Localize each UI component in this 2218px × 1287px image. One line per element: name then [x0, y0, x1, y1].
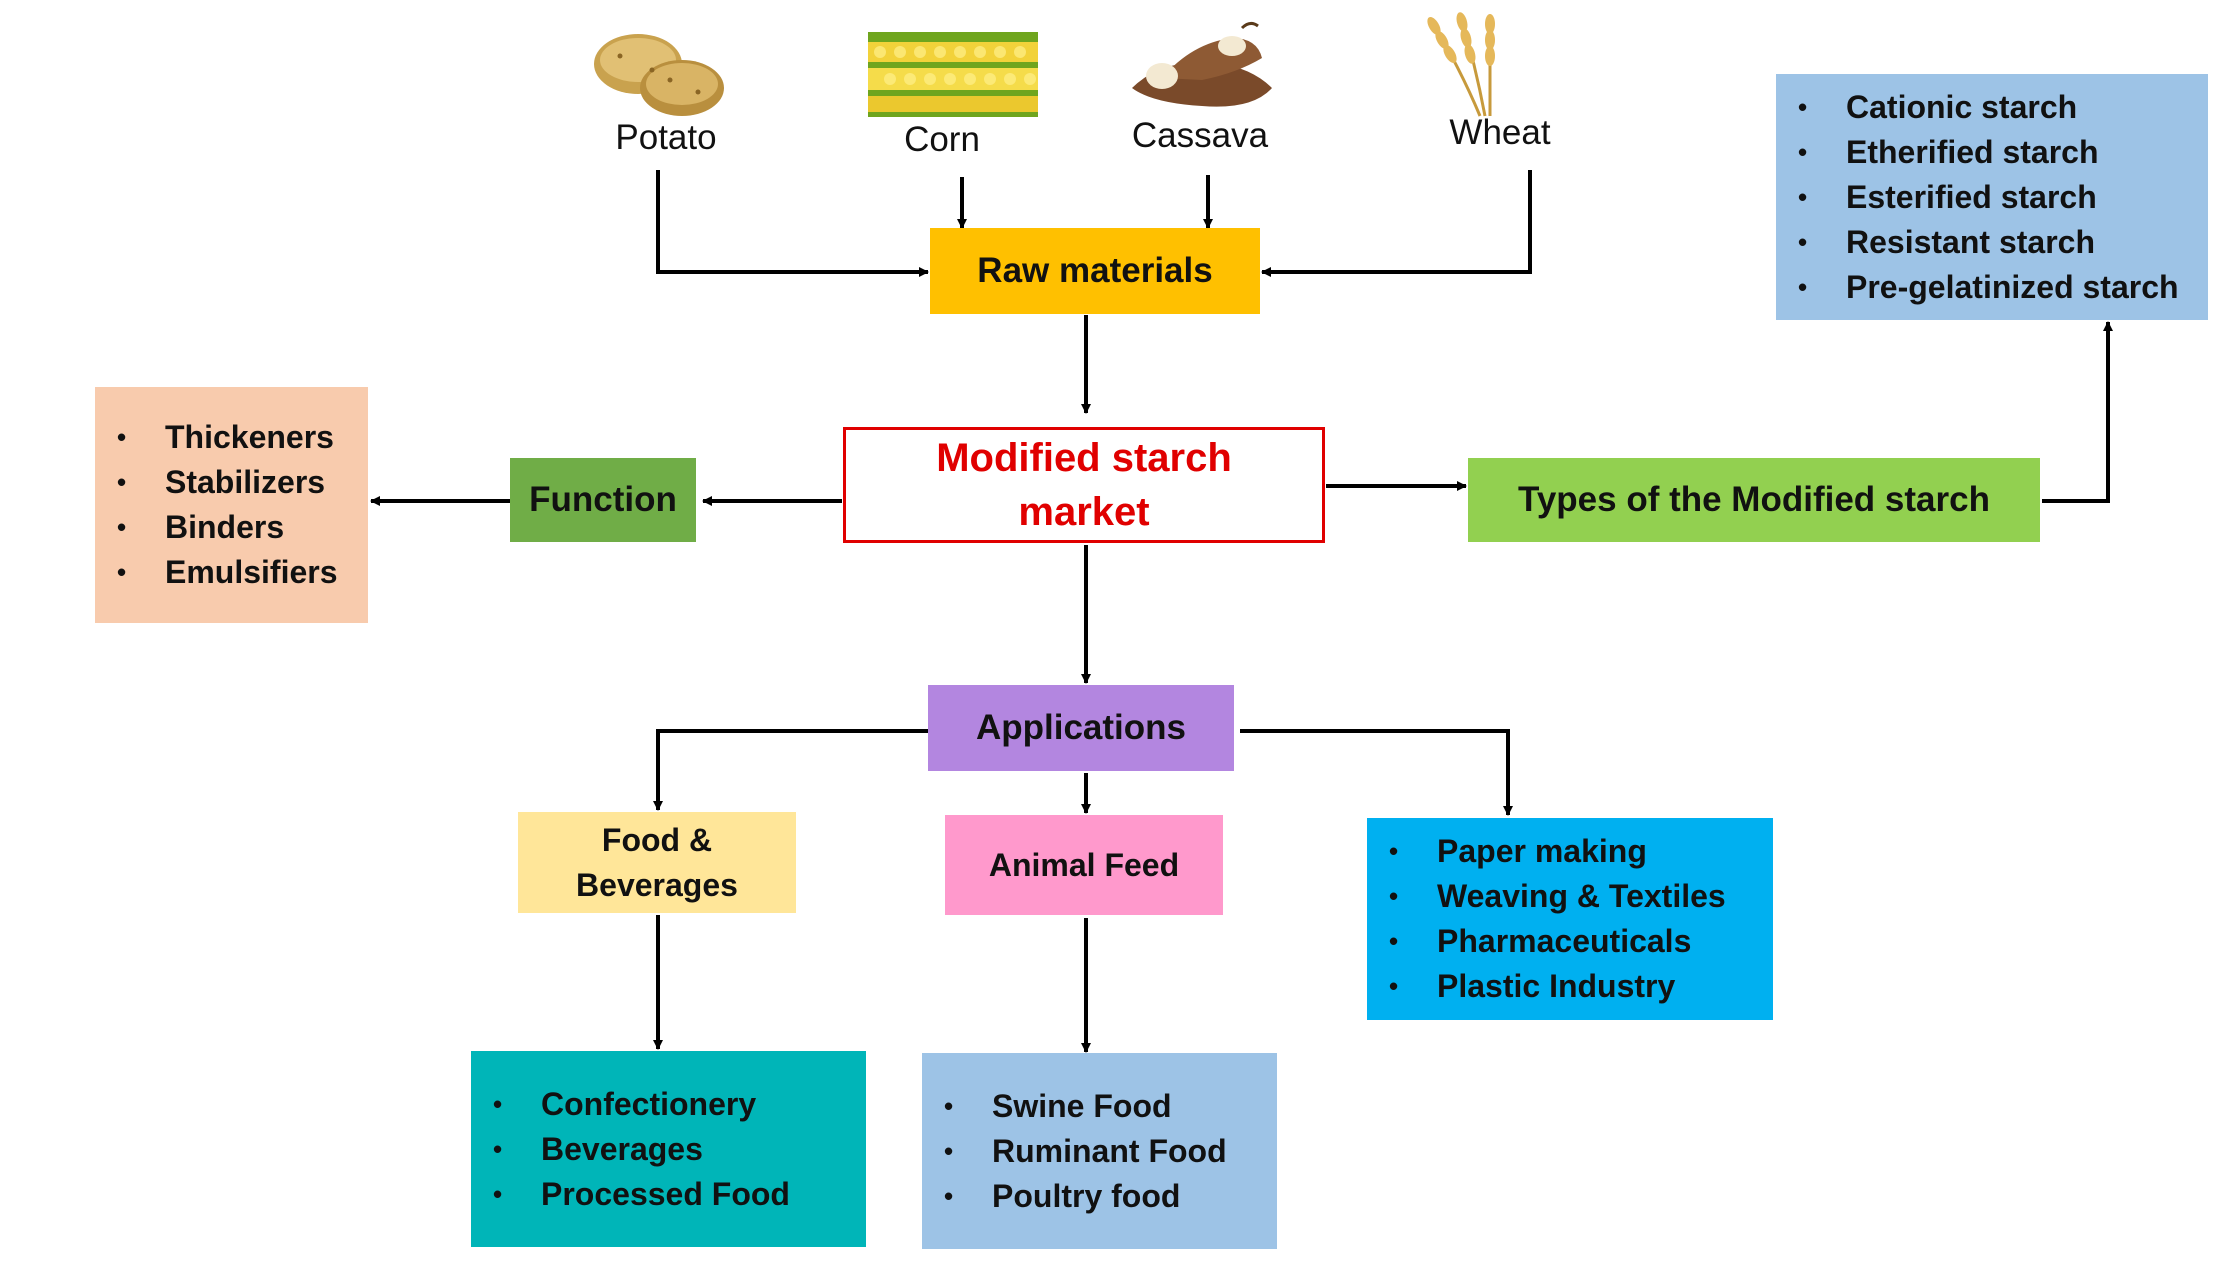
- arrow-wheat-to-raw: [1261, 170, 1532, 277]
- function-item: Thickeners: [95, 415, 338, 460]
- industry-list: Paper making Weaving & Textiles Pharmace…: [1367, 818, 1773, 1020]
- food-beverages-box: Food & Beverages: [518, 812, 796, 913]
- industry-item: Pharmaceuticals: [1367, 919, 1726, 964]
- source-label-cassava: Cassava: [1131, 116, 1269, 155]
- industry-item: Paper making: [1367, 829, 1726, 874]
- food-label-line2: Beverages: [576, 866, 738, 903]
- function-item: Binders: [95, 505, 338, 550]
- function-box: Function: [510, 458, 696, 542]
- types-item: Pre-gelatinized starch: [1776, 265, 2179, 310]
- food-label-line1: Food &: [601, 821, 713, 858]
- arrow-potato-to-raw: [656, 170, 929, 277]
- food-item: Beverages: [471, 1127, 790, 1172]
- applications-label: Applications: [975, 708, 1187, 747]
- corn-icon: [868, 32, 1038, 117]
- function-item: Emulsifiers: [95, 550, 338, 595]
- modified-starch-market-box: Modified starch market: [843, 427, 1325, 543]
- cassava-icon: [1132, 21, 1272, 107]
- wheat-icon: [1427, 12, 1495, 117]
- types-item: Resistant starch: [1776, 220, 2179, 265]
- types-item: Esterified starch: [1776, 175, 2179, 220]
- arrow-applications-to-industry: [1240, 729, 1513, 816]
- food-list: Confectionery Beverages Processed Food: [471, 1051, 866, 1247]
- types-box: Types of the Modified starch: [1468, 458, 2040, 542]
- types-label: Types of the Modified starch: [1518, 480, 1990, 519]
- function-list: Thickeners Stabilizers Binders Emulsifie…: [95, 387, 368, 623]
- types-item: Cationic starch: [1776, 85, 2179, 130]
- potato-icon: [594, 34, 724, 116]
- animal-item: Poultry food: [922, 1174, 1227, 1219]
- raw-materials-box: Raw materials: [930, 228, 1260, 314]
- animal-feed-label: Animal Feed: [988, 846, 1180, 883]
- animal-item: Swine Food: [922, 1084, 1227, 1129]
- source-label-wheat: Wheat: [1449, 113, 1551, 152]
- center-title-line1: Modified starch: [936, 436, 1232, 480]
- animal-feed-box: Animal Feed: [945, 815, 1223, 915]
- types-item: Etherified starch: [1776, 130, 2179, 175]
- animal-feed-list: Swine Food Ruminant Food Poultry food: [922, 1053, 1277, 1249]
- food-item: Processed Food: [471, 1172, 790, 1217]
- animal-item: Ruminant Food: [922, 1129, 1227, 1174]
- source-label-corn: Corn: [904, 120, 980, 159]
- applications-box: Applications: [928, 685, 1234, 771]
- function-item: Stabilizers: [95, 460, 338, 505]
- food-item: Confectionery: [471, 1082, 790, 1127]
- raw-materials-label: Raw materials: [977, 251, 1213, 290]
- types-list: Cationic starch Etherified starch Esteri…: [1776, 74, 2208, 320]
- arrow-types-to-list: [2042, 321, 2113, 503]
- center-title-line2: market: [1018, 490, 1150, 534]
- industry-item: Weaving & Textiles: [1367, 874, 1726, 919]
- function-label: Function: [529, 480, 677, 519]
- industry-item: Plastic Industry: [1367, 964, 1726, 1009]
- arrow-applications-to-food: [653, 729, 930, 811]
- source-label-potato: Potato: [615, 118, 717, 157]
